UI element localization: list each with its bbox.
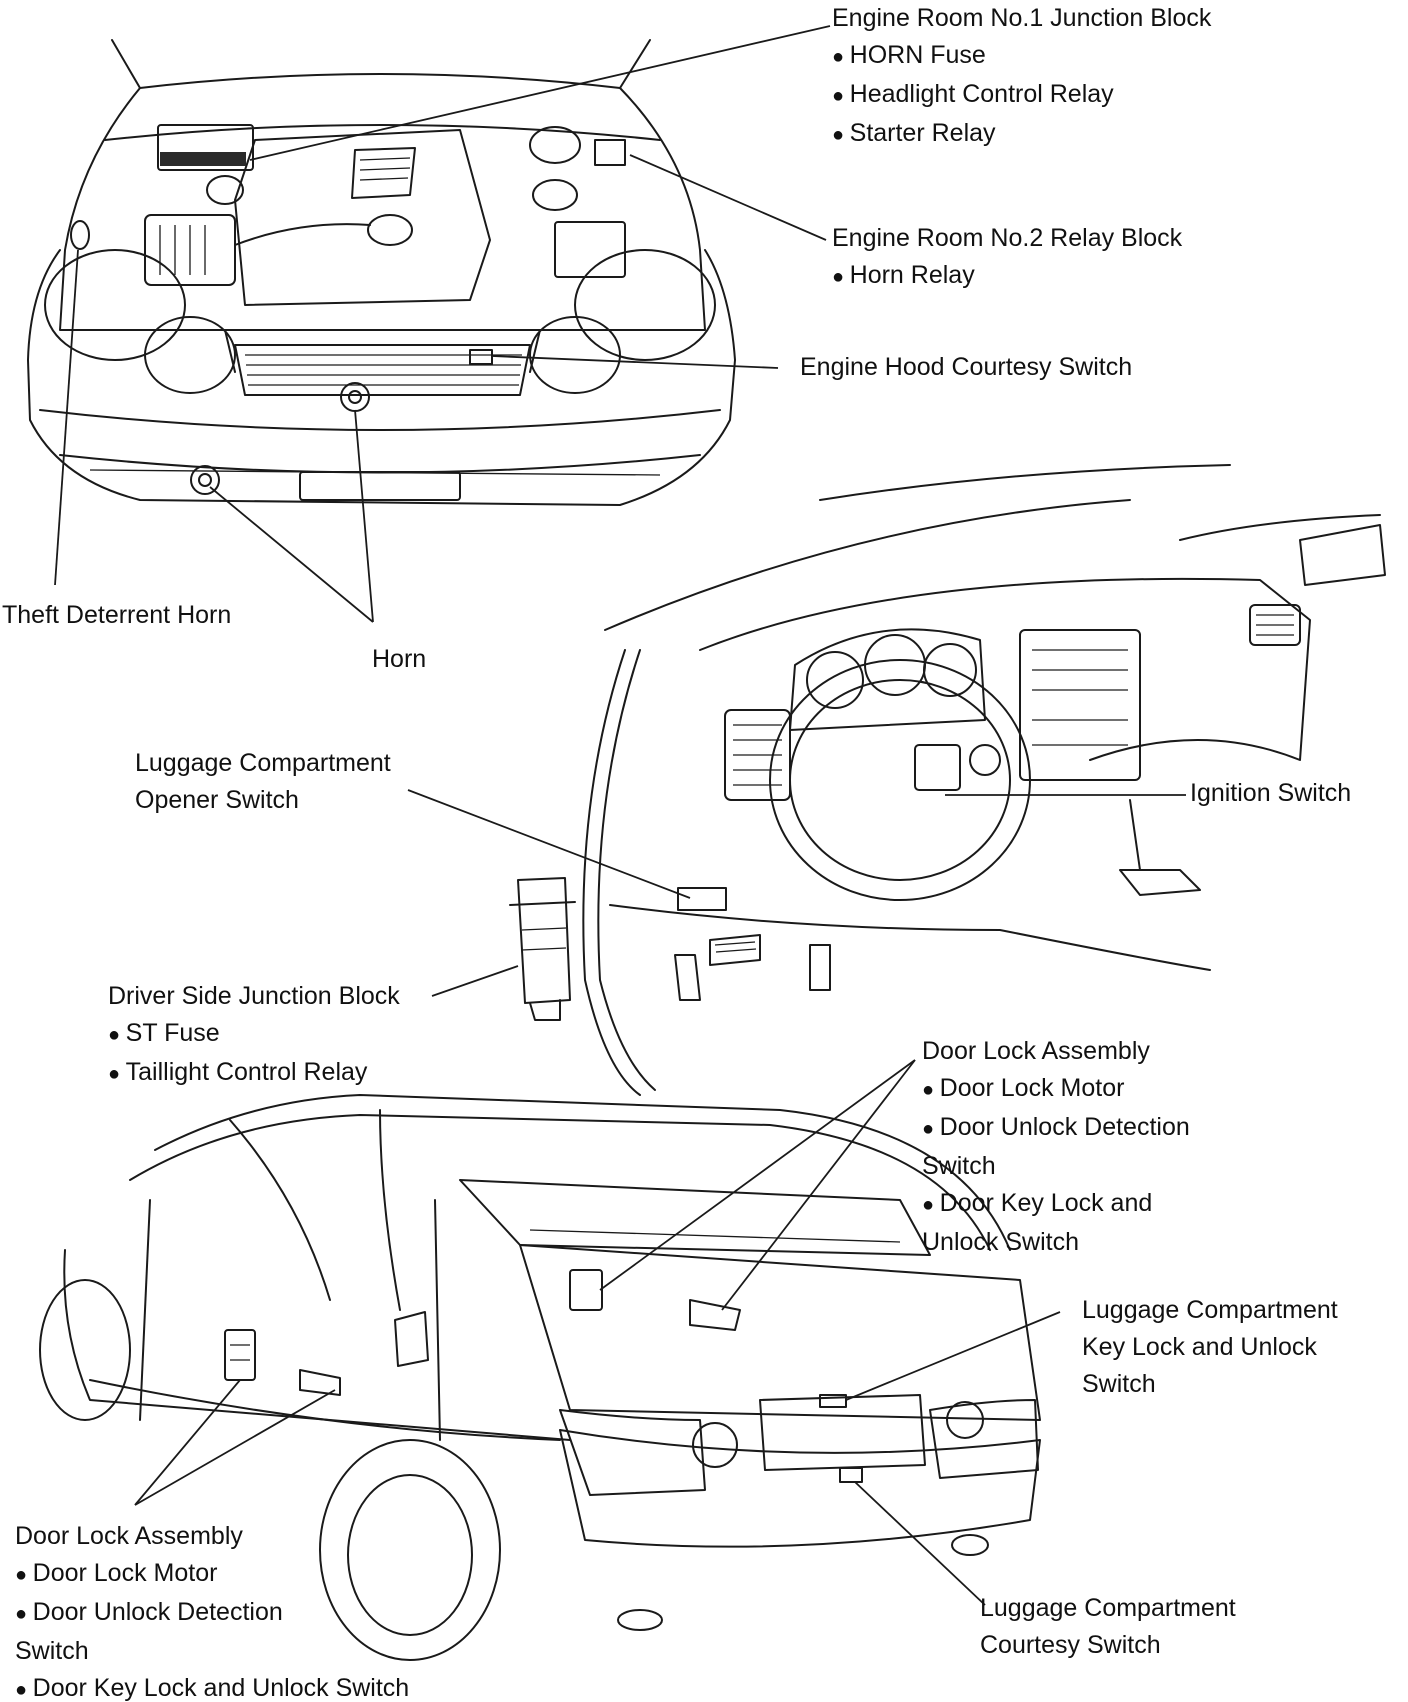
label-door-lock-assembly-left: Door Lock Assembly Door Lock Motor Door … [15,1518,409,1702]
label-horn: Horn [372,641,426,678]
label-title: Door Lock Assembly [15,1522,243,1550]
label-line: Luggage Compartment [135,749,391,777]
label-text: Theft Deterrent Horn [2,601,232,629]
label-item-st-fuse: ST Fuse [108,1015,400,1054]
label-item-door-unlock-detection: Door Unlock Detection [15,1594,409,1633]
label-line: Luggage Compartment [980,1594,1236,1622]
label-text: Engine Hood Courtesy Switch [800,353,1133,381]
label-engine-hood-courtesy-switch: Engine Hood Courtesy Switch [800,349,1132,386]
label-line: Courtesy Switch [980,1631,1161,1659]
label-line: Luggage Compartment [1082,1296,1338,1324]
label-item-door-key-lock-unlock: Door Key Lock and Unlock Switch [15,1670,410,1702]
label-item-starter-relay: Starter Relay [832,115,1211,154]
label-luggage-compartment-courtesy-switch: Luggage Compartment Courtesy Switch [980,1590,1236,1664]
front-car-engine-bay-drawing [27,39,736,506]
label-ignition-switch: Ignition Switch [1190,775,1351,812]
label-item-door-unlock-detection: Door Unlock Detection [922,1109,1190,1148]
dashboard-interior-drawing [509,464,1386,1096]
label-line: Key Lock and Unlock [1082,1333,1317,1361]
label-line: Switch [1082,1370,1156,1398]
label-item-headlight-control-relay: Headlight Control Relay [832,76,1211,115]
label-text: Horn [372,645,427,673]
label-luggage-compartment-opener-switch: Luggage Compartment Opener Switch [135,745,391,819]
label-engine-room-no1-junction-block: Engine Room No.1 Junction Block HORN Fus… [832,0,1211,154]
label-item-door-key-lock: Door Key Lock and [922,1185,1190,1224]
label-text: Ignition Switch [1190,779,1352,807]
label-driver-side-junction-block: Driver Side Junction Block ST Fuse Taill… [108,978,400,1093]
label-engine-room-no2-relay-block: Engine Room No.2 Relay Block Horn Relay [832,220,1182,296]
label-item-horn-fuse: HORN Fuse [832,37,1211,76]
label-item-door-lock-motor: Door Lock Motor [922,1070,1190,1109]
label-item-horn-relay: Horn Relay [832,257,1182,296]
label-title: Engine Room No.1 Junction Block [832,4,1212,32]
label-item-continuation: Unlock Switch [922,1228,1079,1256]
label-title: Door Lock Assembly [922,1037,1150,1065]
label-line: Opener Switch [135,786,299,814]
label-title: Engine Room No.2 Relay Block [832,224,1183,252]
label-door-lock-assembly-right: Door Lock Assembly Door Lock Motor Door … [922,1033,1190,1261]
label-title: Driver Side Junction Block [108,982,400,1010]
leader-lines [54,25,1186,1606]
label-item-door-lock-motor: Door Lock Motor [15,1555,409,1594]
label-item-taillight-control-relay: Taillight Control Relay [108,1054,400,1093]
label-item-continuation: Switch [15,1637,89,1665]
label-luggage-compartment-key-lock: Luggage Compartment Key Lock and Unlock … [1082,1292,1338,1403]
label-theft-deterrent-horn: Theft Deterrent Horn [2,597,231,634]
label-item-continuation: Switch [922,1152,996,1180]
